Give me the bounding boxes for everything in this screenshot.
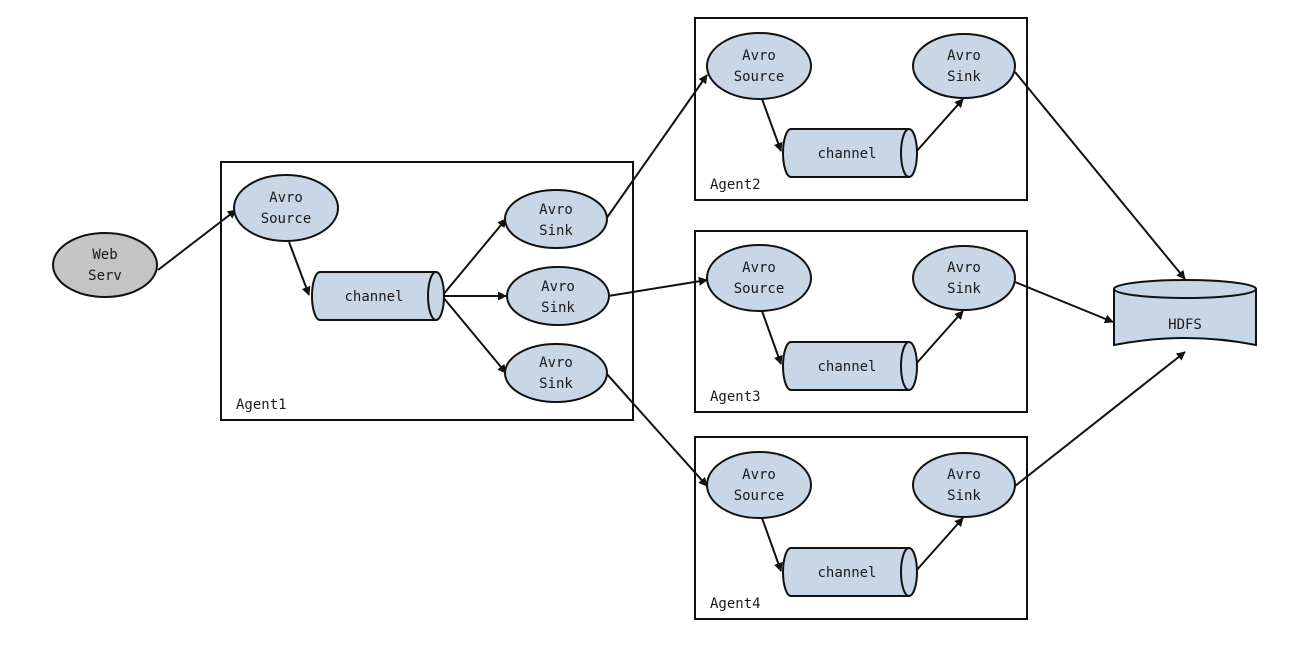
agent2-source-line1: Avro <box>742 48 776 64</box>
agent4-channel: channel <box>782 547 918 597</box>
edge-agent3-channel-to-sink <box>914 310 964 366</box>
edge-web-to-agent1-source <box>157 209 237 271</box>
agent3-channel: channel <box>782 341 918 391</box>
agent1-sink-1: Avro Sink <box>504 189 608 249</box>
edge-agent1-sink3-to-agent4-source <box>605 372 708 487</box>
agent1-source-line2: Source <box>261 211 312 227</box>
agent2-sink-line1: Avro <box>947 48 981 64</box>
edge-agent1-sink2-to-agent3-source <box>607 276 708 297</box>
edge-agent2-sink-to-hdfs <box>1014 71 1186 280</box>
edge-agent4-channel-to-sink <box>914 517 964 573</box>
hdfs-storage-node: HDFS <box>1113 279 1257 347</box>
agent2-source: Avro Source <box>706 32 812 100</box>
agent3-source: Avro Source <box>706 244 812 312</box>
agent3-sink-line2: Sink <box>947 281 981 297</box>
agent3-sink-line1: Avro <box>947 260 981 276</box>
agent3-sink: Avro Sink <box>912 245 1016 311</box>
edge-agent1-source-to-channel <box>288 241 311 296</box>
agent1-channel: channel <box>311 271 445 321</box>
agent3-source-line1: Avro <box>742 260 776 276</box>
edges <box>157 71 1186 573</box>
agent2-channel-label: channel <box>817 146 876 162</box>
edge-agent1-channel-to-sink3 <box>441 295 507 374</box>
agent4-sink: Avro Sink <box>912 452 1016 518</box>
agent3-source-line2: Source <box>734 281 785 297</box>
agent1-sink-3-line2: Sink <box>539 376 573 392</box>
agent4-sink-line1: Avro <box>947 467 981 483</box>
agent4-label: Agent4 <box>710 596 761 612</box>
web-server-line2: Serv <box>88 268 122 284</box>
agent1-sink-1-line2: Sink <box>539 223 573 239</box>
edge-agent1-sink1-to-agent2-source <box>605 74 708 220</box>
agent4-channel-label: channel <box>817 565 876 581</box>
agent4-sink-line2: Sink <box>947 488 981 504</box>
edge-agent3-sink-to-hdfs <box>1014 281 1114 324</box>
edge-agent3-source-to-channel <box>761 310 783 365</box>
agent1-sink-2-line2: Sink <box>541 300 575 316</box>
agent1-sink-3-line1: Avro <box>539 355 573 371</box>
agent1-channel-label: channel <box>344 289 403 305</box>
agent4-source-line2: Source <box>734 488 785 504</box>
web-server-line1: Web <box>92 247 117 263</box>
agent1-sink-2-line1: Avro <box>541 279 575 295</box>
web-server-node: Web Serv <box>52 232 158 298</box>
edge-agent2-channel-to-sink <box>914 98 964 154</box>
agent3-label: Agent3 <box>710 389 761 405</box>
agent2-channel: channel <box>782 128 918 178</box>
edge-agent2-source-to-channel <box>761 98 783 152</box>
agent1-sink-1-line1: Avro <box>539 202 573 218</box>
agent1-sink-2: Avro Sink <box>506 266 610 326</box>
edge-agent4-source-to-channel <box>761 517 783 572</box>
agent1-sink-3: Avro Sink <box>504 343 608 403</box>
agent1-source-line1: Avro <box>269 190 303 206</box>
agent2-source-line2: Source <box>734 69 785 85</box>
agent2-sink: Avro Sink <box>912 33 1016 99</box>
edge-agent1-channel-to-sink1 <box>441 218 507 297</box>
agent2-sink-line2: Sink <box>947 69 981 85</box>
agent4-source: Avro Source <box>706 451 812 519</box>
agent1-label: Agent1 <box>236 397 287 413</box>
hdfs-label: HDFS <box>1168 317 1202 333</box>
agent4-source-line1: Avro <box>742 467 776 483</box>
agent2-label: Agent2 <box>710 177 761 193</box>
agent1-source: Avro Source <box>233 174 339 242</box>
agent3-channel-label: channel <box>817 359 876 375</box>
edge-agent4-sink-to-hdfs <box>1014 351 1186 487</box>
